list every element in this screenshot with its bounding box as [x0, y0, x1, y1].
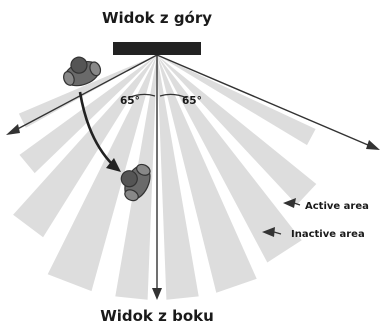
movement-arrow-icon	[78, 91, 114, 166]
legend-active-label: Active area	[305, 201, 369, 212]
axis-lines	[9, 54, 376, 292]
detection-zone-wedge	[13, 55, 157, 238]
title-top: Widok z góry	[102, 9, 212, 27]
detection-zone-wedge	[157, 55, 199, 300]
detection-zone-wedge	[157, 55, 302, 263]
axis-left-line	[9, 54, 158, 134]
legend-inactive-label: Inactive area	[291, 229, 365, 240]
axis-right-line	[156, 54, 376, 149]
angle-label-right: 65°	[182, 95, 202, 107]
sensor-bar	[113, 42, 201, 55]
axis-arrowheads	[6, 124, 380, 300]
angle-arc-right	[159, 93, 188, 99]
detection-zone-wedge	[47, 55, 158, 292]
detection-zones	[13, 55, 317, 300]
person-walking-icon	[120, 163, 151, 202]
legend-active-arrow-line	[293, 202, 301, 206]
legend-inactive-arrow-icon	[262, 227, 275, 237]
legend-inactive-arrow-line	[273, 231, 282, 235]
detection-zone-wedge	[157, 55, 316, 146]
arrowhead-left-icon	[6, 124, 20, 135]
arrowhead-down-icon	[152, 288, 162, 300]
person-walking-icon	[63, 56, 102, 87]
detection-zone-wedge	[157, 55, 257, 293]
arrowhead-right-icon	[366, 140, 380, 150]
angle-label-left: 65°	[120, 95, 140, 107]
movement-arrowhead-icon	[106, 158, 121, 172]
detection-zone-wedge	[157, 55, 317, 205]
title-bottom: Widok z boku	[100, 307, 214, 325]
legend-active-arrow-icon	[283, 198, 296, 208]
angle-arc-left	[127, 93, 156, 99]
detection-zone-wedge	[19, 55, 157, 174]
